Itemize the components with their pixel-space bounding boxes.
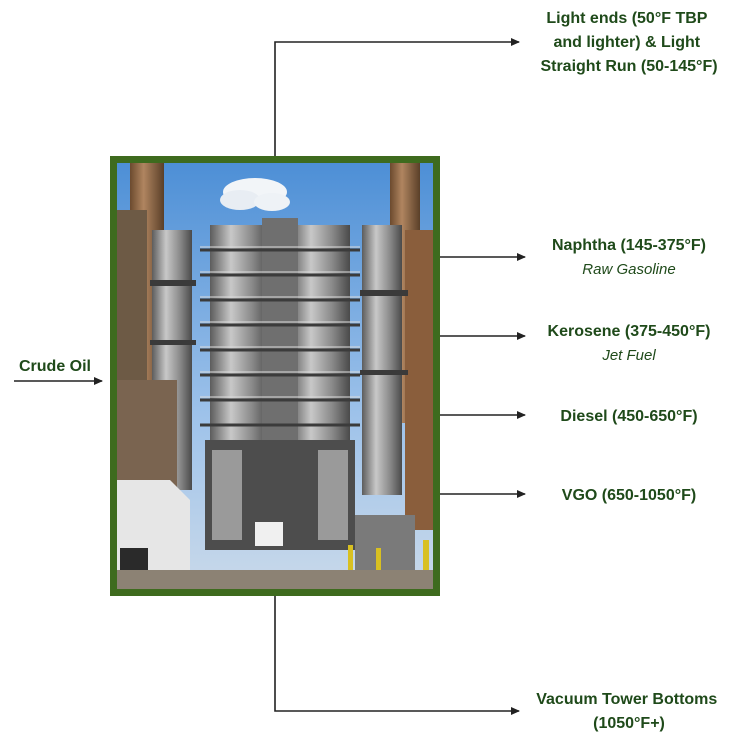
kerosene-label: Kerosene (375-450°F) <box>548 323 711 340</box>
arrow-vacuum-bottoms <box>274 596 520 715</box>
light-ends-line-3: Straight Run (50-145°F) <box>540 58 717 75</box>
naphtha-sublabel: Raw Gasoline <box>582 261 675 278</box>
light-ends-label: Light ends (50°F TBP and lighter) & Ligh… <box>540 10 717 75</box>
diesel-label: Diesel (450-650°F) <box>560 408 697 425</box>
vacuum-bottoms-line-2: (1050°F+) <box>593 715 665 732</box>
vacuum-bottoms-label: Vacuum Tower Bottoms (1050°F+) <box>536 691 722 732</box>
vacuum-bottoms-line-1: Vacuum Tower Bottoms <box>536 691 717 708</box>
light-ends-line-1: Light ends (50°F TBP <box>546 10 707 27</box>
crude-oil-label: Crude Oil <box>19 358 91 375</box>
vgo-label: VGO (650-1050°F) <box>562 487 696 504</box>
kerosene-sublabel: Jet Fuel <box>601 347 656 364</box>
naphtha-label: Naphtha (145-375°F) <box>552 237 706 254</box>
light-ends-line-2: and lighter) & Light <box>553 34 700 51</box>
arrow-connectors <box>14 38 526 715</box>
arrow-light-ends <box>274 38 520 156</box>
refinery-photo <box>110 156 440 596</box>
